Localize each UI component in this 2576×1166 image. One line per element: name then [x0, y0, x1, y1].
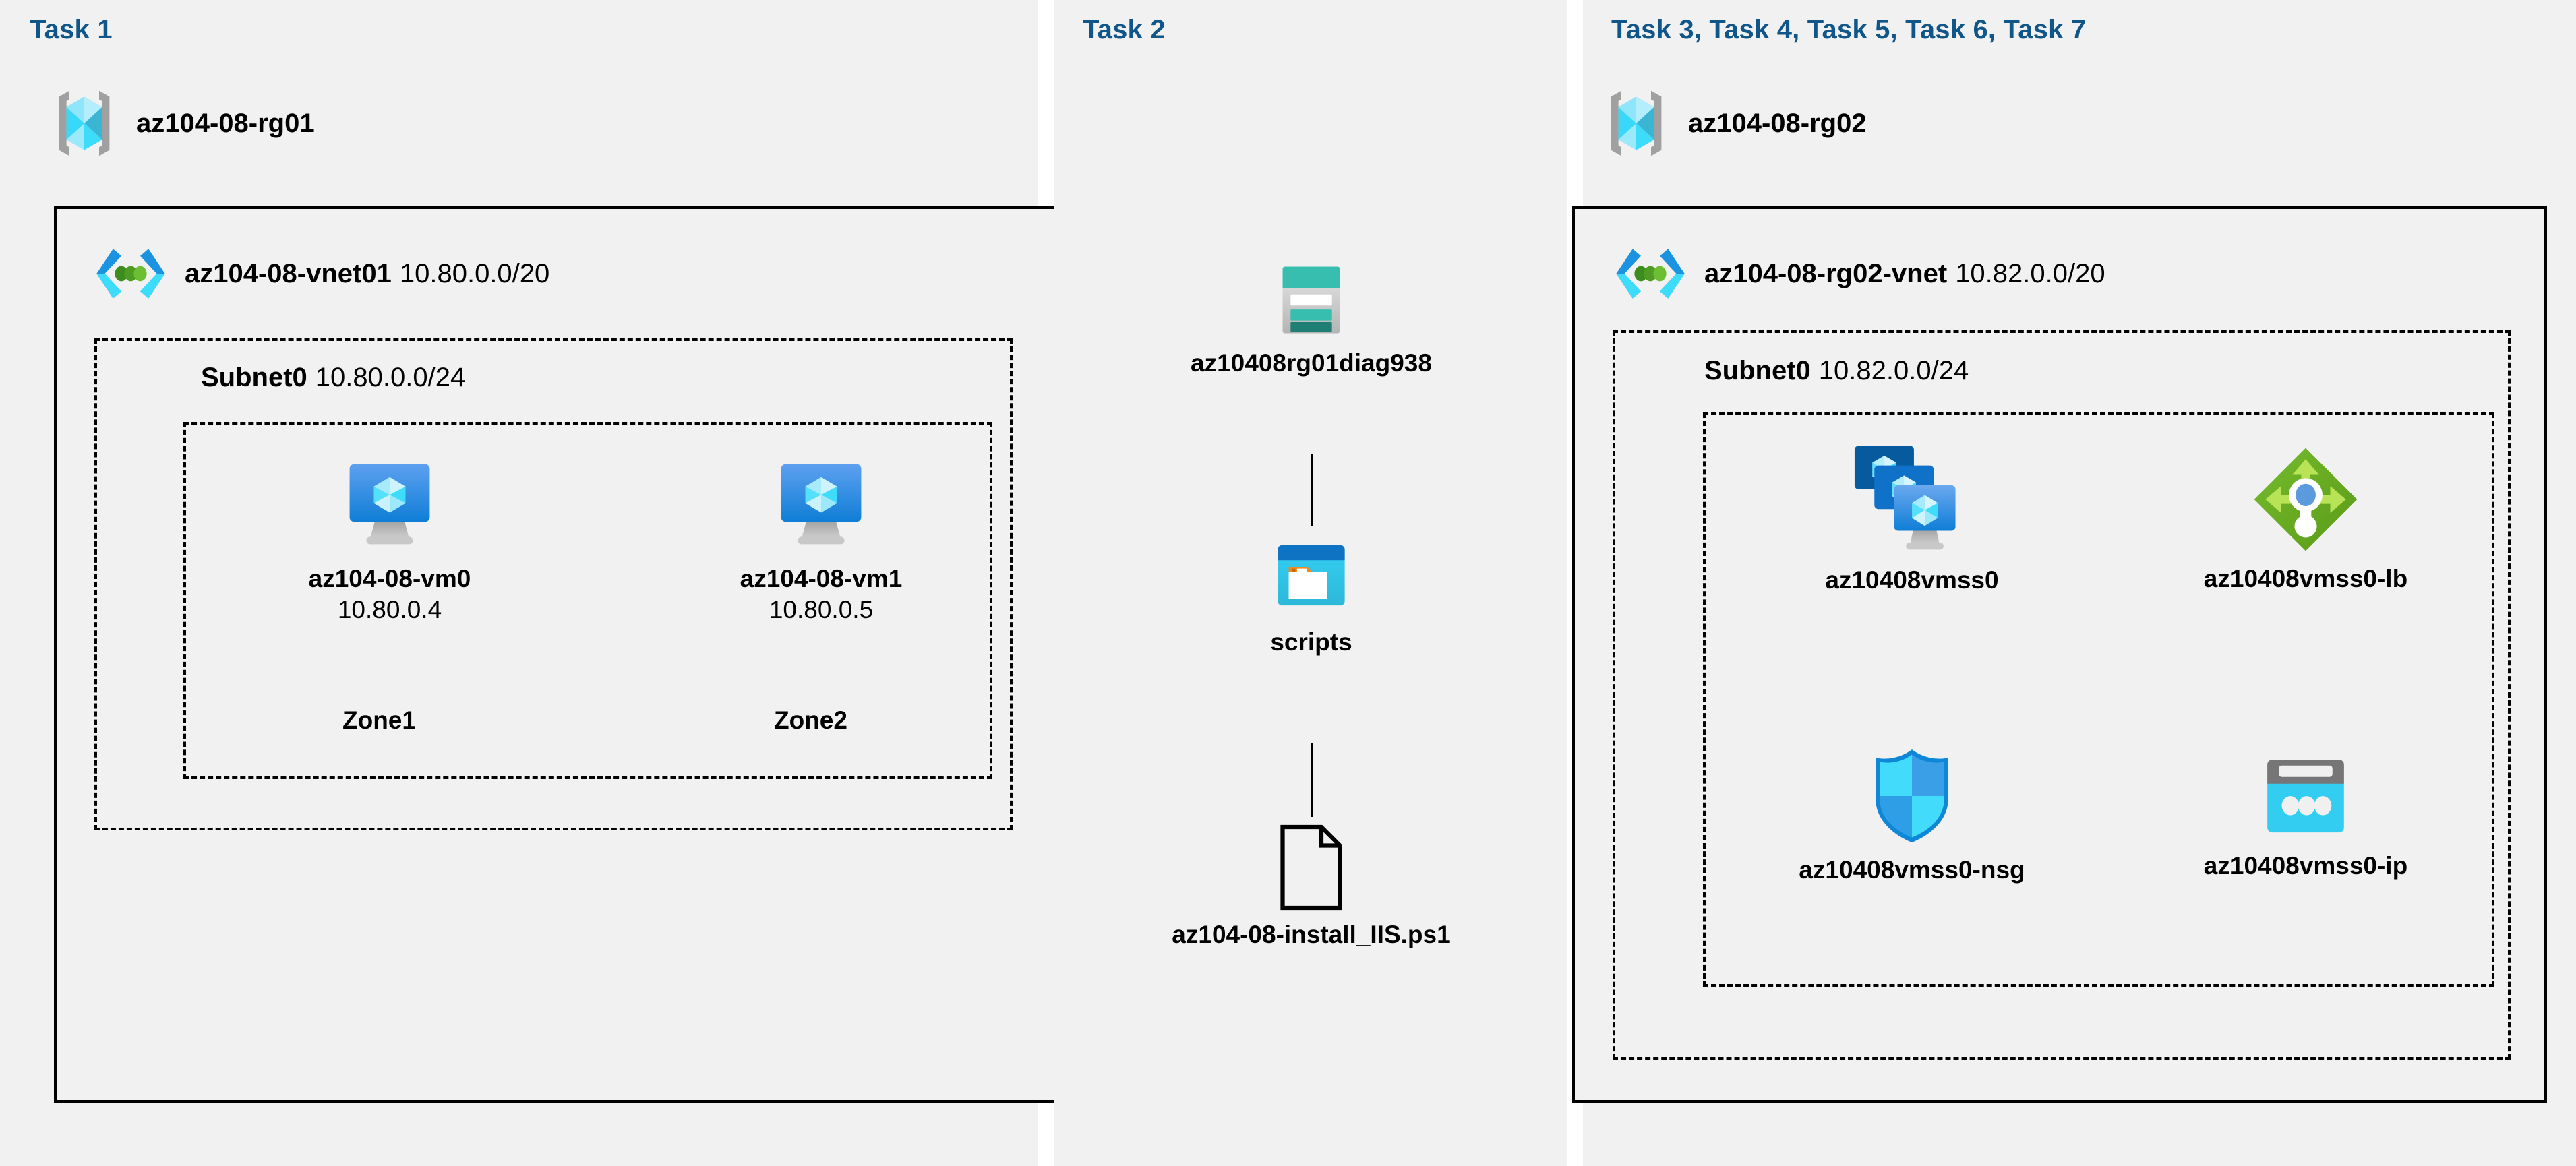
- task3to7-resources-box: [1703, 412, 2494, 987]
- blob-container-icon: [1269, 535, 1353, 619]
- task2-title-overlay: Task 2: [1083, 15, 1166, 44]
- subnet-name-label: Subnet0: [201, 363, 307, 392]
- task3to7-title: Task 3, Task 4, Task 5, Task 6, Task 7: [1611, 15, 2087, 44]
- task1-subnet-box: [94, 338, 1013, 830]
- subnet-name-label: Subnet0: [1704, 356, 1811, 386]
- public-ip-address-label: az10408vmss0-ip: [2203, 852, 2408, 880]
- task3to7-subnet-box: [1613, 330, 2511, 1060]
- network-security-group-label: az10408vmss0-nsg: [1799, 856, 2025, 884]
- vm-ip-label: 10.80.0.5: [769, 596, 874, 623]
- load-balancer-icon: [2250, 443, 2362, 555]
- connector-storage-to-container: [1311, 454, 1313, 526]
- task3to7-vnet-box: [1572, 206, 2547, 1103]
- vnet-cidr-label: 10.80.0.0/20: [399, 258, 550, 288]
- task1-subnet-header: Subnet0 10.80.0.0/24: [201, 363, 465, 393]
- vm-name-label: az104-08-vm0: [308, 565, 471, 592]
- virtual-machine-icon: [338, 453, 441, 555]
- file-icon: [1278, 824, 1345, 911]
- load-balancer-node[interactable]: az10408vmss0-lb: [2144, 443, 2467, 593]
- subnet-cidr-label: 10.82.0.0/24: [1818, 356, 1969, 386]
- vm-scale-set-label: az10408vmss0: [1825, 566, 1999, 594]
- vm-node-1[interactable]: az104-08-vm1 10.80.0.5: [700, 453, 942, 624]
- storage-account-node[interactable]: az10408rg01diag938: [1119, 260, 1503, 377]
- resource-group-icon: [47, 86, 121, 160]
- virtual-machine-icon: [770, 453, 872, 555]
- vm-node-0[interactable]: az104-08-vm0 10.80.0.4: [268, 453, 511, 624]
- vm-scale-set-node[interactable]: az10408vmss0: [1750, 443, 2074, 594]
- task1-resource-group: az104-08-rg01: [47, 86, 315, 160]
- file-label: az104-08-install_IIS.ps1: [1172, 921, 1451, 948]
- storage-account-icon: [1271, 260, 1351, 340]
- subnet-cidr-label: 10.80.0.0/24: [315, 363, 466, 392]
- network-security-group-icon: [1868, 745, 1956, 847]
- zone-label-1: Zone2: [774, 706, 847, 734]
- task3to7-vnet-header: az104-08-rg02-vnet 10.82.0.0/20: [1613, 244, 2105, 303]
- task3to7-subnet-header: Subnet0 10.82.0.0/24: [1704, 356, 1969, 386]
- vm-ip-label: 10.80.0.4: [337, 596, 442, 623]
- zone-label-0: Zone1: [342, 706, 416, 734]
- task1-zones-box: [183, 422, 992, 779]
- blob-container-node[interactable]: scripts: [1119, 535, 1503, 656]
- task3to7-resource-group: az104-08-rg02: [1599, 86, 1867, 160]
- public-ip-address-node[interactable]: az10408vmss0-ip: [2144, 754, 2467, 880]
- resource-group-icon: [1599, 86, 1673, 160]
- vm-name-label: az104-08-vm1: [740, 565, 903, 592]
- blob-container-label: scripts: [1270, 628, 1352, 656]
- task1-vnet-header: az104-08-vnet01 10.80.0.0/20: [93, 244, 549, 303]
- file-node[interactable]: az104-08-install_IIS.ps1: [1092, 824, 1530, 949]
- vm-scale-set-icon: [1853, 443, 1971, 557]
- virtual-network-icon: [1613, 244, 1688, 303]
- public-ip-address-icon: [2258, 754, 2354, 842]
- network-security-group-node[interactable]: az10408vmss0-nsg: [1750, 745, 2074, 884]
- load-balancer-label: az10408vmss0-lb: [2203, 565, 2408, 592]
- connector-container-to-file: [1311, 743, 1313, 817]
- vnet-cidr-label: 10.82.0.0/20: [1955, 258, 2105, 288]
- vnet-name-label: az104-08-vnet01: [185, 258, 392, 288]
- task1-title: Task 1: [30, 15, 113, 44]
- virtual-network-icon: [93, 244, 169, 303]
- vnet-name-label: az104-08-rg02-vnet: [1704, 258, 1948, 288]
- resource-group-label: az104-08-rg01: [136, 108, 315, 138]
- storage-account-label: az10408rg01diag938: [1191, 349, 1432, 377]
- resource-group-label: az104-08-rg02: [1688, 108, 1867, 138]
